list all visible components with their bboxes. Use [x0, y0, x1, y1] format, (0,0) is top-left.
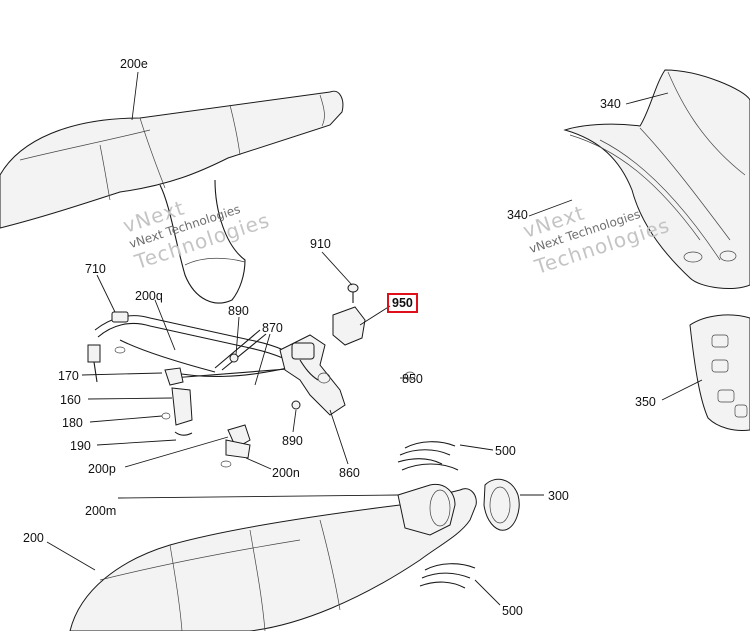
springs-500-lower [419, 563, 476, 589]
callout-850[interactable]: 850 [402, 372, 423, 386]
callout-340[interactable]: 340 [600, 97, 621, 111]
callout-860[interactable]: 860 [339, 466, 360, 480]
clamp-ring-300 [483, 478, 520, 531]
callout-890[interactable]: 890 [228, 304, 249, 318]
muffler-lower-200 [69, 483, 477, 631]
callout-200n[interactable]: 200n [272, 466, 300, 480]
callout-500[interactable]: 500 [495, 444, 516, 458]
callout-300[interactable]: 300 [548, 489, 569, 503]
callout-340[interactable]: 340 [507, 208, 528, 222]
bracket-350 [689, 314, 750, 431]
springs-500-upper [397, 441, 459, 471]
bracket-860-assembly [229, 283, 416, 416]
callout-180[interactable]: 180 [62, 416, 83, 430]
callout-870[interactable]: 870 [262, 321, 283, 335]
callout-190[interactable]: 190 [70, 439, 91, 453]
leader-lines [46, 71, 703, 606]
callout-200m[interactable]: 200m [85, 504, 117, 518]
callout-200e[interactable]: 200e [120, 57, 148, 71]
callout-500[interactable]: 500 [502, 604, 523, 618]
callout-200p[interactable]: 200p [88, 462, 116, 476]
bracket-200n-assembly [220, 424, 251, 468]
callout-350[interactable]: 350 [635, 395, 656, 409]
clamp-160-assembly [161, 367, 193, 436]
callout-890[interactable]: 890 [282, 434, 303, 448]
callout-200[interactable]: 200 [23, 531, 44, 545]
heat-shield-340 [563, 69, 750, 290]
callout-710[interactable]: 710 [85, 262, 106, 276]
muffler-upper-200e [0, 90, 344, 304]
callout-200q[interactable]: 200q [135, 289, 163, 303]
callout-170[interactable]: 170 [58, 369, 79, 383]
callout-160[interactable]: 160 [60, 393, 81, 407]
callout-950-highlighted[interactable]: 950 [387, 293, 418, 313]
callout-910[interactable]: 910 [310, 237, 331, 251]
